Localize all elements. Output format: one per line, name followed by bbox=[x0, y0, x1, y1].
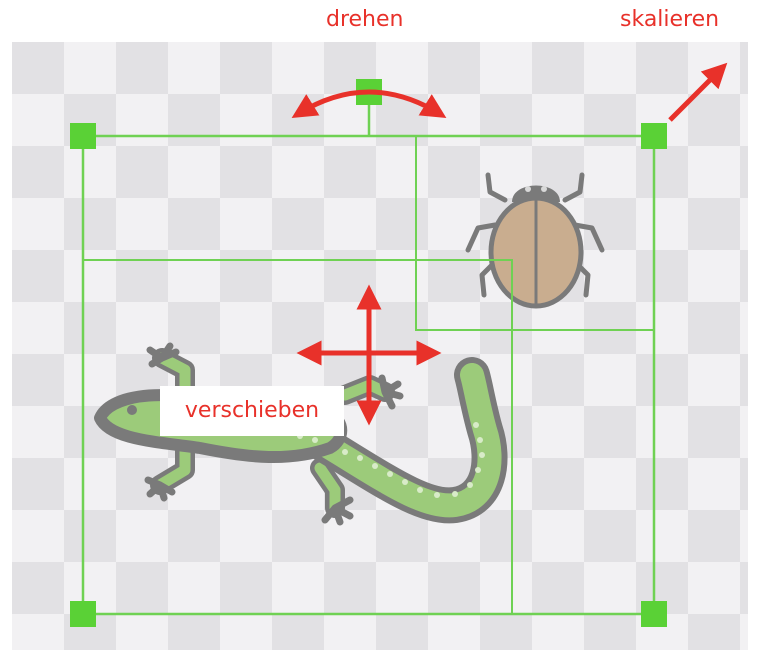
move-cross-arrow-icon bbox=[296, 284, 442, 426]
corner-handle-bottom-right[interactable] bbox=[641, 601, 667, 627]
checkerboard-canvas bbox=[12, 42, 748, 650]
corner-handle-bottom-left[interactable] bbox=[70, 601, 96, 627]
corner-handle-top-right[interactable] bbox=[641, 123, 667, 149]
corner-handle-top-left[interactable] bbox=[70, 123, 96, 149]
scale-arrow-icon bbox=[668, 62, 728, 122]
bug-icon[interactable] bbox=[465, 172, 605, 309]
rotate-arrow-icon bbox=[291, 89, 447, 118]
move-label: verschieben bbox=[160, 386, 344, 436]
rotate-label: drehen bbox=[326, 7, 404, 32]
scale-label: skalieren bbox=[620, 7, 720, 32]
move-label-text: verschieben bbox=[184, 398, 320, 423]
